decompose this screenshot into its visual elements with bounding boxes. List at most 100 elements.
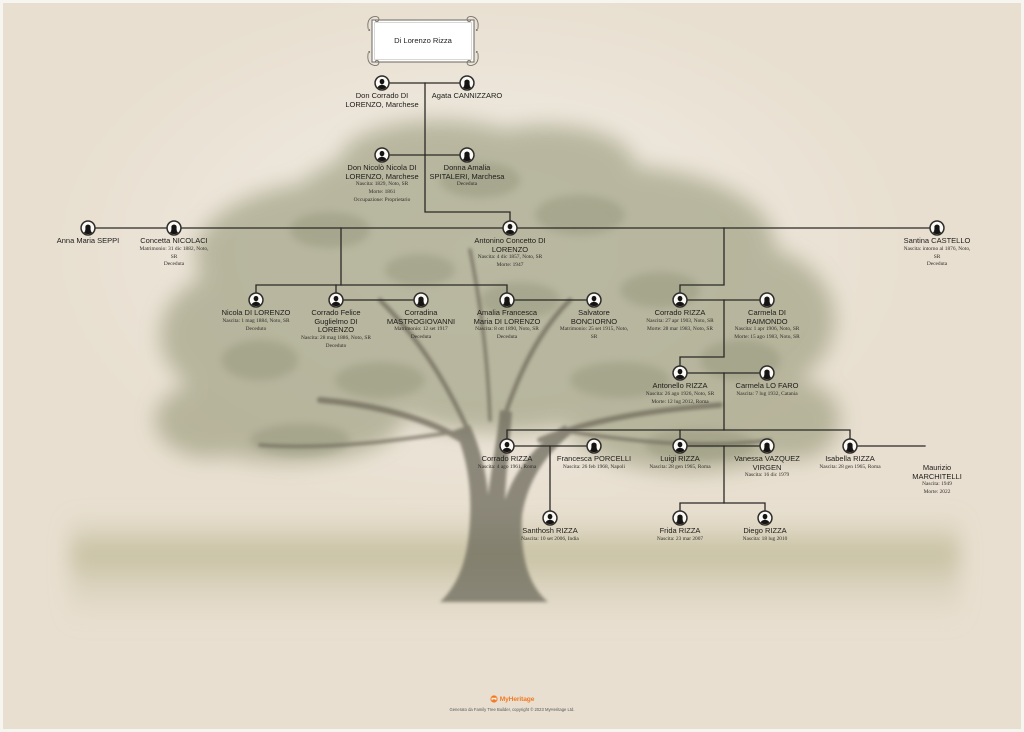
person-detail-line: Nascita: 28 gen 1965, Roma <box>649 463 711 470</box>
person-detail-line: Nascita: 28 gen 1965, Roma <box>819 463 881 470</box>
person-name-line: Amalia Francesca <box>476 308 538 317</box>
person-name-line: Maurizio <box>922 463 952 472</box>
person-detail-line: Nascita: 1829, Noto, SR <box>355 181 409 188</box>
female-silhouette-icon <box>842 438 858 454</box>
person-name-line: Luigi RIZZA <box>660 454 700 463</box>
person-detail-line: SR <box>170 253 178 260</box>
female-silhouette-icon <box>459 75 475 91</box>
female-silhouette-icon <box>759 438 775 454</box>
footer-brand: MyHeritage <box>0 694 1024 704</box>
person-name-line: Don Corrado DI <box>355 91 409 100</box>
person-name-line: LORENZO <box>317 325 355 335</box>
brand-name: MyHeritage <box>499 695 535 703</box>
female-silhouette-icon <box>80 220 96 236</box>
person-detail-line: Nascita: 7 lug 1932, Catania <box>736 390 798 397</box>
person-detail-line: Nascita: 18 lug 2010 <box>742 535 788 542</box>
female-silhouette-icon <box>759 292 775 308</box>
person-detail-line: Nascita: 4 dic 1857, Noto, SR <box>477 254 543 261</box>
person-name-line: Salvatore <box>578 308 610 317</box>
person-name-line: SPITALERI, Marchesa <box>429 171 505 181</box>
person-detail-line: Nascita: 8 ott 1890, Noto, SR <box>475 326 539 333</box>
person-name-line: Donna Amalia <box>443 163 491 172</box>
person-detail-line: Matrimonio: 31 dic 1882, Noto, <box>139 245 209 252</box>
person-name-line: Isabella RIZZA <box>825 454 875 463</box>
person-name-line: Frida RIZZA <box>659 526 701 535</box>
person-detail-line: Nascita: 23 mar 2007 <box>656 535 704 542</box>
person-detail-line: Nascita: 26 feb 1968, Napoli <box>562 463 626 470</box>
female-silhouette-icon <box>586 438 602 454</box>
person-detail-line: Nascita: 1949 <box>922 481 952 488</box>
person-detail-line: Morte: 12 lug 2012, Roma <box>651 398 709 405</box>
person-detail-line: Nascita: 16 dic 1979 <box>744 472 790 479</box>
title-frame <box>367 15 479 67</box>
female-silhouette-icon <box>759 365 775 381</box>
male-silhouette-icon <box>248 292 264 308</box>
person-detail-line: Nascita: 26 ago 1926, Noto, SR <box>645 390 715 397</box>
person-detail-line: Nascita: intorno al 1876, Noto, <box>903 245 971 252</box>
male-silhouette-icon <box>374 147 390 163</box>
person-name-line: Nicola DI LORENZO <box>221 308 291 317</box>
person-name-line: Concetta NICOLACI <box>140 236 208 245</box>
person-name-line: Corrado Felice <box>311 308 361 317</box>
person-name-line: Santina CASTELLO <box>903 236 971 245</box>
person-detail-line: Deceduta <box>926 261 948 268</box>
person-detail-line: Matrimonio: 25 set 1915, Noto, <box>559 326 629 333</box>
person-name-line: Vanessa VAZQUEZ <box>734 454 800 463</box>
sibling-line <box>679 502 766 512</box>
person-name-line: Carmela DI <box>748 308 786 317</box>
person-detail-line: Nascita: 1 apr 1906, Noto, SR <box>734 326 800 333</box>
chart-title: Di Lorenzo Rizza <box>394 36 452 45</box>
person-name-line: MASTROGIOVANNI <box>386 316 456 326</box>
descent-line <box>679 227 725 294</box>
person-name-line: Guglielmo DI <box>314 316 358 326</box>
person-name-line: Antonino Concetto DI <box>474 236 546 245</box>
male-silhouette-icon <box>672 292 688 308</box>
person-detail-line: Morte: 1947 <box>496 262 524 269</box>
female-silhouette-icon <box>459 147 475 163</box>
male-silhouette-icon <box>499 438 515 454</box>
male-silhouette-icon <box>672 438 688 454</box>
male-silhouette-icon <box>328 292 344 308</box>
male-silhouette-icon <box>374 75 390 91</box>
person-name-line: LORENZO, Marchese <box>345 99 419 109</box>
person-name-line: VIRGEN <box>752 462 782 472</box>
male-silhouette-icon <box>502 220 518 236</box>
female-silhouette-icon <box>499 292 515 308</box>
person-detail-line: Matrimonio: 12 set 1917 <box>394 326 448 333</box>
male-silhouette-icon <box>542 510 558 526</box>
person-detail-line: Deceduta <box>496 334 518 341</box>
person-detail-line: Morte: 15 ago 1983, Noto, SR <box>734 334 800 341</box>
person-detail-line: Deceduta <box>456 181 478 188</box>
male-silhouette-icon <box>586 292 602 308</box>
person-name-line: LORENZO, Marchese <box>345 171 419 181</box>
myheritage-logo-icon <box>490 695 498 703</box>
person-info: Anna Maria SEPPI <box>57 236 120 246</box>
person-detail-line: Nascita: 4 ago 1961, Roma <box>477 463 537 470</box>
person-detail-line: Morte: 2022 <box>923 489 951 496</box>
female-silhouette-icon <box>929 220 945 236</box>
person-detail-line: Morte: 28 mar 1983, Noto, SR <box>646 325 714 332</box>
person-name-line: Corradina <box>404 308 438 317</box>
person-name-line: Diego RIZZA <box>743 526 787 535</box>
person-detail-line: Deceduta <box>163 261 185 268</box>
person-detail-line: SR <box>933 253 941 260</box>
